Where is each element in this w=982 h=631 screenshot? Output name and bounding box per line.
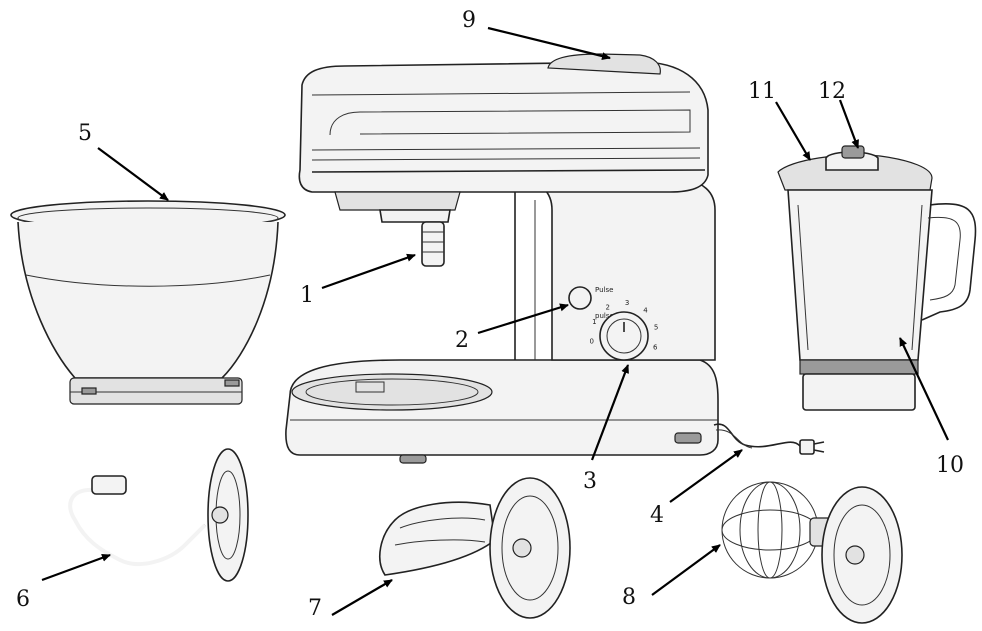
speed-mark-3: 3 — [625, 299, 629, 307]
callout-11: 11 — [748, 79, 776, 104]
speed-mark-5: 5 — [654, 324, 658, 332]
arrow-7 — [331, 579, 393, 616]
flat-beater — [379, 477, 571, 619]
callout-4: 4 — [650, 503, 664, 528]
arrow-2 — [477, 303, 569, 335]
arrow-9 — [487, 26, 611, 60]
arrow-5 — [97, 147, 169, 201]
speed-dial-marks: 0 1 2 3 4 5 6 — [590, 299, 659, 351]
speed-mark-1: 1 — [592, 318, 596, 326]
pulse-button — [568, 286, 592, 310]
callout-arrows — [41, 26, 949, 616]
blender-jug — [777, 145, 977, 411]
arrow-1 — [321, 253, 416, 290]
callout-2: 2 — [455, 328, 469, 353]
callout-10: 10 — [936, 453, 964, 478]
pulse-label-bottom: pulse — [595, 312, 614, 320]
speed-mark-0: 0 — [590, 338, 594, 346]
balloon-whisk — [721, 481, 903, 624]
callout-12: 12 — [818, 79, 846, 104]
pulse-label-top: Pulse — [595, 286, 613, 294]
arrow-4 — [669, 449, 743, 503]
dough-hook — [68, 448, 249, 582]
arrow-8 — [651, 544, 721, 596]
speed-mark-4: 4 — [643, 307, 648, 315]
stand-mixer-body: Pulse pulse 0 1 2 3 4 5 6 — [285, 53, 719, 464]
speed-mark-6: 6 — [653, 343, 658, 351]
arrow-6 — [41, 553, 111, 582]
callout-8: 8 — [622, 585, 636, 610]
callout-1: 1 — [300, 283, 314, 308]
callout-5: 5 — [78, 121, 92, 146]
arrow-10 — [899, 337, 949, 441]
mixing-bowl — [10, 200, 286, 405]
arrow-11 — [775, 101, 811, 161]
callout-numbers: 1 2 3 4 5 6 7 8 9 10 11 12 — [16, 8, 964, 621]
callout-9: 9 — [462, 8, 476, 33]
callout-3: 3 — [583, 469, 597, 494]
power-cord — [713, 423, 825, 455]
arrow-12 — [838, 99, 860, 149]
arrow-3 — [590, 364, 630, 461]
speed-mark-2: 2 — [606, 303, 610, 311]
callout-7: 7 — [308, 596, 322, 621]
callout-6: 6 — [16, 587, 30, 612]
